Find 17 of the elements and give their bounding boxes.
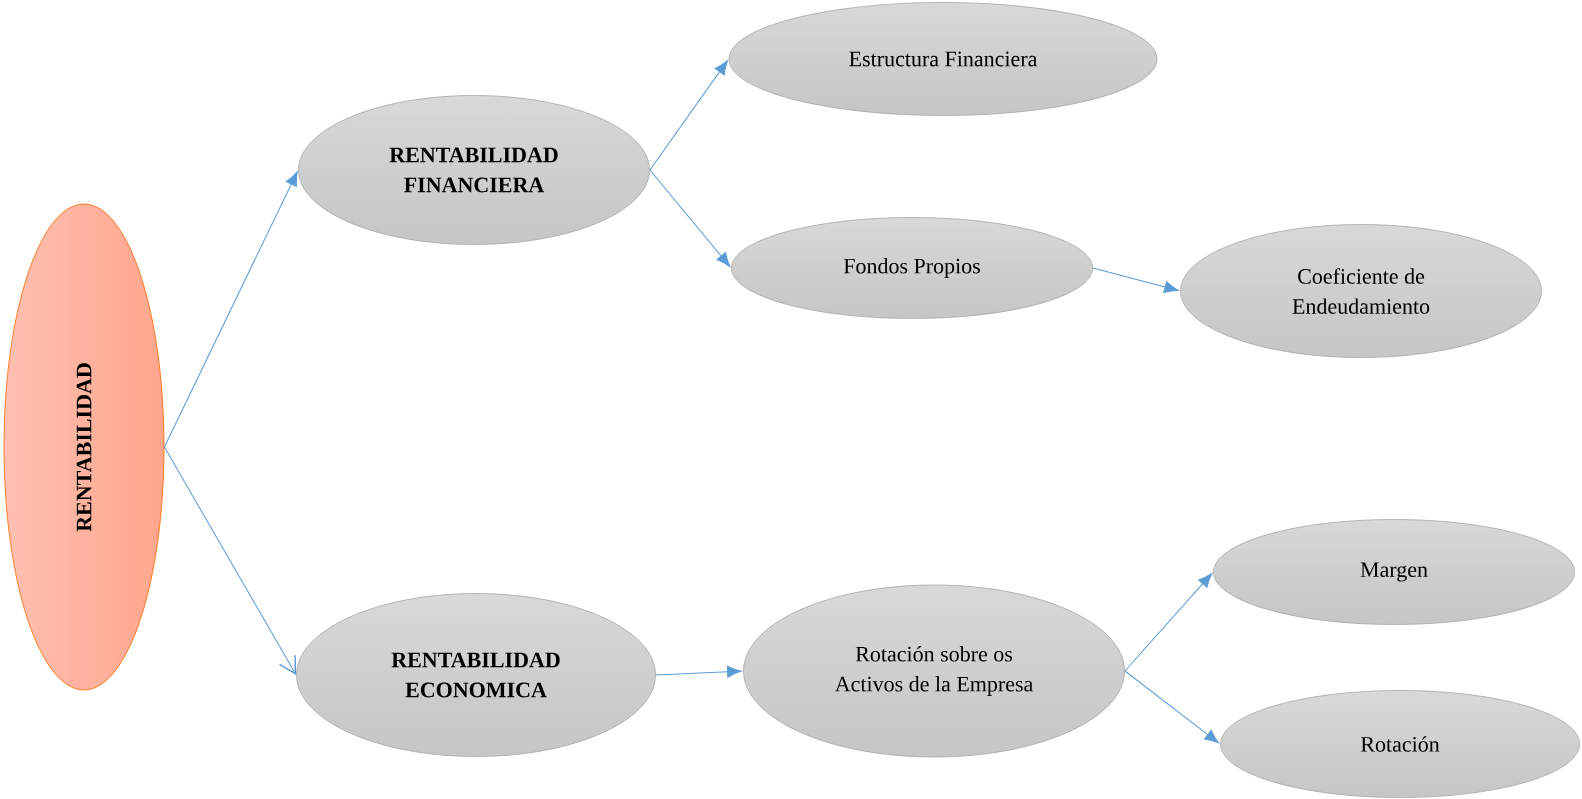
oval: Rotación sobre os Activos de la Empresa bbox=[743, 584, 1125, 758]
oval: RENTABILIDAD FINANCIERA bbox=[298, 95, 650, 245]
oval: Coeficiente de Endeudamiento bbox=[1180, 224, 1542, 358]
arrow bbox=[655, 665, 742, 678]
oval: Estructura Financiera bbox=[728, 2, 1158, 116]
oval: Fondos Propios bbox=[731, 217, 1093, 319]
arrow bbox=[1092, 267, 1179, 293]
arrow bbox=[649, 169, 731, 268]
oval: RENTABILIDAD bbox=[3, 203, 165, 691]
arrow bbox=[1124, 572, 1213, 672]
oval: Margen bbox=[1213, 519, 1575, 625]
arrow bbox=[649, 60, 728, 171]
arrow bbox=[163, 446, 297, 675]
oval: Rotación bbox=[1220, 690, 1580, 798]
arrow bbox=[163, 171, 298, 448]
arrow bbox=[1124, 670, 1220, 744]
oval: RENTABILIDAD ECONOMICA bbox=[296, 593, 656, 757]
